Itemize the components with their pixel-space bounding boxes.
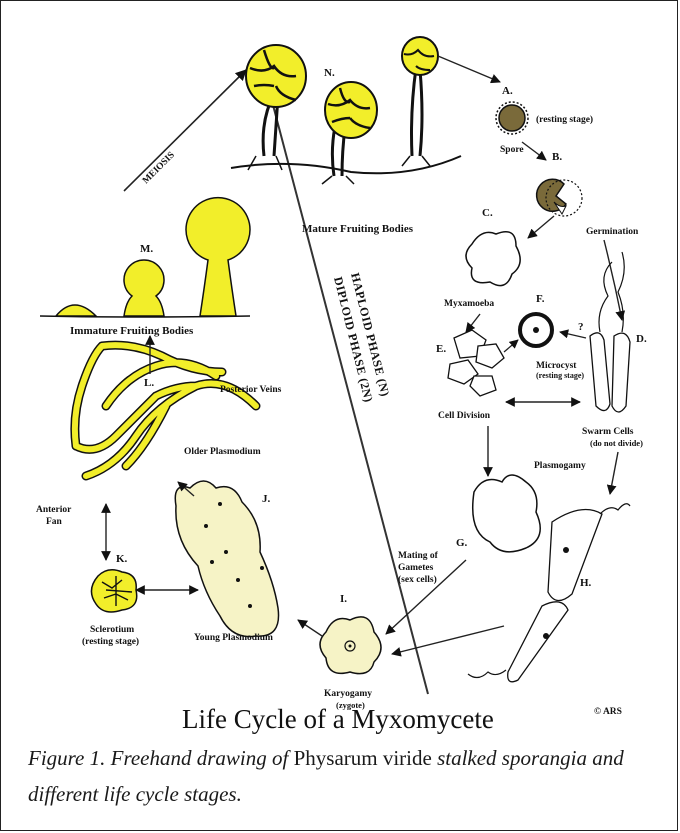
- arrow-a-to-b: [522, 142, 546, 160]
- arrow-c-to-e: [466, 314, 480, 332]
- label-karyogamy: Karyogamy: [324, 689, 372, 699]
- label-letter-m: M.: [140, 243, 153, 255]
- label-swarm-cells: Swarm Cells: [582, 427, 634, 437]
- label-letter-e: E.: [436, 343, 446, 355]
- caption-species: Physarum viride: [294, 746, 432, 770]
- credit-ars: © ARS: [594, 706, 622, 717]
- label-plasmogamy: Plasmogamy: [534, 461, 586, 471]
- label-letter-c: C.: [482, 207, 493, 219]
- sclerotium-drawing: [91, 570, 136, 612]
- arrow-b-to-c: [528, 216, 554, 238]
- arrow-e-to-f: [504, 340, 518, 352]
- label-question-mark: ?: [578, 321, 584, 333]
- label-young-plasmodium: Young Plasmodium: [194, 633, 273, 643]
- label-resting-stage-spore: (resting stage): [536, 114, 593, 125]
- gametes-drawing: [473, 475, 541, 552]
- immature-fruiting-bodies-drawing: [40, 198, 250, 317]
- label-spore: Spore: [500, 145, 524, 155]
- label-letter-i: I.: [340, 593, 347, 605]
- arrow-d-to-h: [610, 452, 618, 494]
- swarm-cells-drawing: [590, 252, 630, 412]
- label-posterior-veins: Posterior Veins: [220, 385, 282, 395]
- figure-caption: Figure 1. Freehand drawing of Physarum v…: [28, 740, 658, 812]
- diagram-title: Life Cycle of a Myxomycete: [182, 704, 494, 734]
- karyogamy-zygote-drawing: [320, 617, 381, 674]
- label-anterior-2: Fan: [46, 517, 63, 527]
- arrow-n-to-a: [438, 56, 500, 82]
- label-germination: Germination: [586, 227, 639, 237]
- life-cycle-diagram: N. Mature Fruiting Bodies A. (resting st…: [6, 6, 674, 740]
- label-mature-fruiting-bodies: Mature Fruiting Bodies: [302, 223, 414, 235]
- label-letter-f: F.: [536, 293, 545, 305]
- label-letter-j: J.: [262, 493, 271, 505]
- label-letter-n: N.: [324, 67, 335, 79]
- meiosis-arrow: [124, 70, 246, 191]
- label-mating-1: Mating of: [398, 551, 439, 561]
- label-sclerotium: Sclerotium: [90, 625, 134, 635]
- label-letter-g: G.: [456, 537, 468, 549]
- label-letter-b: B.: [552, 151, 562, 163]
- label-letter-l: L.: [144, 377, 154, 389]
- arrow-i-to-j: [298, 620, 322, 636]
- label-mating-3: (sex cells): [398, 574, 437, 585]
- label-sclerotium-sub: (resting stage): [82, 636, 139, 647]
- myxamoeba-drawing: [466, 232, 520, 286]
- arrow-b-to-d: [604, 240, 622, 320]
- label-older-plasmodium: Older Plasmodium: [184, 447, 261, 457]
- spore-drawing: [496, 102, 528, 134]
- label-cell-division: Cell Division: [438, 411, 491, 421]
- germinating-spore-drawing: [537, 179, 582, 216]
- caption-prefix: Figure 1. Freehand drawing of: [28, 746, 294, 770]
- label-mating-2: Gametes: [398, 563, 434, 573]
- label-letter-h: H.: [580, 577, 592, 589]
- cell-division-drawing: [448, 330, 504, 396]
- label-myxamoeba: Myxamoeba: [444, 299, 494, 309]
- label-microcyst: Microcyst: [536, 361, 577, 371]
- label-immature-fruiting-bodies: Immature Fruiting Bodies: [70, 325, 194, 337]
- label-letter-a: A.: [502, 85, 513, 97]
- label-letter-k: K.: [116, 553, 128, 565]
- label-letter-d: D.: [636, 333, 647, 345]
- label-swarm-cells-sub: (do not divide): [590, 438, 643, 448]
- label-anterior-1: Anterior: [36, 505, 72, 515]
- mature-fruiting-bodies-drawing: [231, 37, 461, 184]
- microcyst-drawing: [520, 314, 552, 346]
- label-microcyst-resting: (resting stage): [536, 371, 584, 380]
- arrow-h-to-i: [392, 626, 504, 654]
